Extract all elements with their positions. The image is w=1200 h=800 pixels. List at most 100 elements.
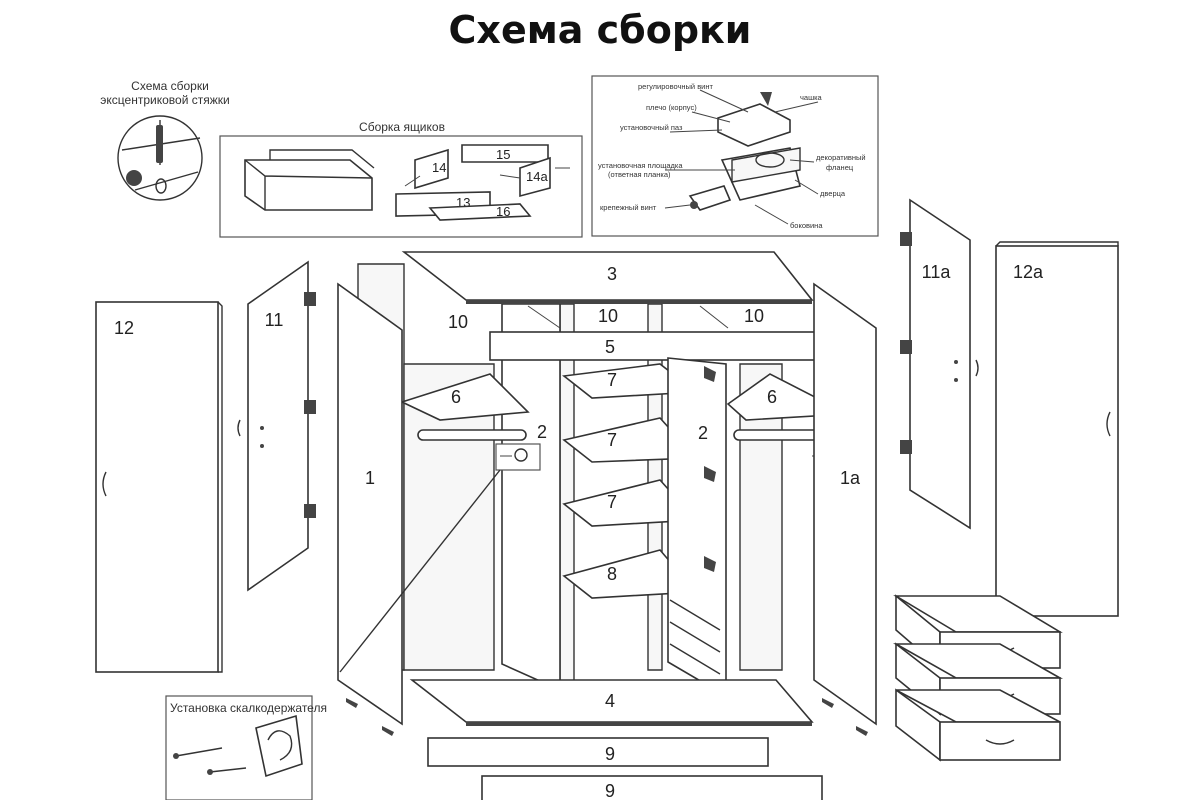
- drawer-part-16: [428, 203, 532, 221]
- door-12a: 12а: [995, 241, 1119, 617]
- part-3-label: 3: [607, 264, 617, 284]
- drawer-3-front: [939, 721, 1061, 761]
- part-5-label: 5: [605, 337, 615, 357]
- hinge-label-cup: чашка: [800, 93, 823, 102]
- door-12a-edge: [995, 241, 1119, 247]
- part-6-left-label: 6: [451, 387, 461, 407]
- part-3-top: 3: [401, 251, 814, 304]
- hinge-label-platform-2: (ответная планка): [608, 170, 671, 179]
- drawer-label-14a: 14а: [526, 169, 548, 184]
- part-9-b-label: 9: [605, 781, 615, 800]
- door-11: 11: [237, 260, 316, 592]
- hinge-inset: регулировочный винт плечо (корпус) устан…: [591, 75, 879, 237]
- hinge-label-flange-2: фланец: [826, 163, 854, 172]
- part-12-label: 12: [114, 318, 134, 338]
- door-12-panel: [95, 301, 219, 673]
- middle-partition-left: [559, 303, 575, 691]
- drawer-part-14a: [519, 156, 551, 198]
- door-11a: 11а: [900, 198, 979, 530]
- part-2-left-label: 2: [537, 422, 547, 442]
- part-1a-right-side: 1а: [813, 282, 877, 736]
- hinge-arm: [717, 103, 791, 147]
- hinge-screw: [690, 201, 698, 209]
- part-11a-label: 11а: [922, 262, 952, 282]
- hinge-label-mount-screw: крепежный винт: [600, 203, 657, 212]
- drawer-box-edges: [244, 149, 375, 210]
- eccentric-inset: Схема сборки эксцентриковой стяжки: [100, 79, 230, 201]
- shelf-holder-screws: [175, 747, 247, 773]
- door-11a-hinges: [900, 232, 912, 454]
- door-11a-handle: [975, 359, 979, 377]
- top-panel-edge: [466, 300, 812, 304]
- rail-lines: [527, 305, 729, 329]
- partition-2-mid: 2: [667, 357, 727, 698]
- door-12-edge: [217, 301, 223, 673]
- partition-2-left-side: [501, 303, 561, 692]
- left-side-feet: [346, 698, 394, 736]
- partition-hinges: [704, 366, 716, 572]
- plinth-b: [481, 775, 823, 800]
- drawer-assembly-inset: Сборка ящиков 14 15 14а 13 16: [219, 120, 583, 238]
- part-6-right-label: 6: [767, 387, 777, 407]
- door-11-panel: [247, 260, 309, 592]
- eccentric-screw: [156, 125, 163, 163]
- door-12-handle: [102, 471, 107, 497]
- shelf-holder-cutout: [267, 730, 293, 761]
- hinge-label-side: боковина: [790, 221, 823, 230]
- partition-drawer-runners: [669, 599, 721, 675]
- part-4-bottom: 4: [409, 679, 814, 726]
- right-side-panel: [813, 282, 877, 726]
- drawer-label-15: 15: [496, 147, 510, 162]
- rod-left: [417, 429, 527, 441]
- drawer-3-handle: [985, 739, 1015, 745]
- hinge-label-door: дверца: [820, 189, 846, 198]
- hinge-label-slot: установочный паз: [620, 123, 683, 132]
- middle-shelves: 7 7 7 8: [561, 363, 699, 599]
- shelf-holder-inset: Установка скалкодержателя: [165, 469, 501, 800]
- door-12a-panel: [995, 245, 1119, 617]
- shelf-holder-screw-head-a: [173, 753, 179, 759]
- drawer-label-16: 16: [496, 204, 510, 219]
- eccentric-hole: [155, 178, 167, 194]
- part-10-label-a: 10: [448, 312, 468, 332]
- shelf-holder-screw-head-b: [207, 769, 213, 775]
- part-7-b-label: 7: [607, 430, 617, 450]
- part-4-label: 4: [605, 691, 615, 711]
- part-9-plinths: 9 9: [427, 737, 823, 800]
- hinge-inset-frame: [591, 75, 879, 237]
- door-11-hole-a: [260, 426, 264, 430]
- page-title: Схема сборки: [448, 8, 752, 52]
- hinge-label-arm: плечо (корпус): [646, 103, 697, 112]
- rod-holder-left: [514, 448, 528, 462]
- front-rail: [489, 331, 833, 361]
- part-1-left-side: 1: [337, 282, 403, 736]
- shelf-holder-leader: [339, 469, 501, 673]
- door-11a-hole-b: [954, 378, 958, 382]
- hinge-label-adjust-screw: регулировочный винт: [638, 82, 714, 91]
- plinth-a: [427, 737, 769, 767]
- hinge-arrow: [760, 92, 772, 106]
- eccentric-caption-line1: Схема сборки: [131, 79, 209, 93]
- shelf-holder-bracket: [255, 714, 303, 778]
- drawer-inset-caption: Сборка ящиков: [359, 120, 445, 134]
- drawers-stack: [892, 594, 1064, 762]
- eccentric-nut: [126, 170, 142, 186]
- part-10-rails: 10 10 10: [448, 305, 764, 332]
- partition-2-panel: [667, 357, 727, 698]
- rod-holder-detail-box: [495, 443, 541, 471]
- door-11a-hole-a: [954, 360, 958, 364]
- eccentric-caption-line2: эксцентриковой стяжки: [100, 93, 229, 107]
- part-11-label: 11: [265, 310, 284, 330]
- part-7-c-label: 7: [607, 492, 617, 512]
- hinge-cup-hole: [755, 152, 785, 168]
- eccentric-circle: [117, 115, 203, 201]
- door-12: 12: [95, 301, 223, 673]
- door-11-hole-b: [260, 444, 264, 448]
- hinge-leader-lines: [664, 89, 819, 225]
- drawer-part-14: [414, 148, 449, 190]
- drawer-box-assembled: [244, 159, 373, 211]
- bottom-panel-edge: [466, 722, 812, 726]
- door-11-hinges: [304, 292, 316, 518]
- hinge-label-platform: установочная площадка: [598, 161, 683, 170]
